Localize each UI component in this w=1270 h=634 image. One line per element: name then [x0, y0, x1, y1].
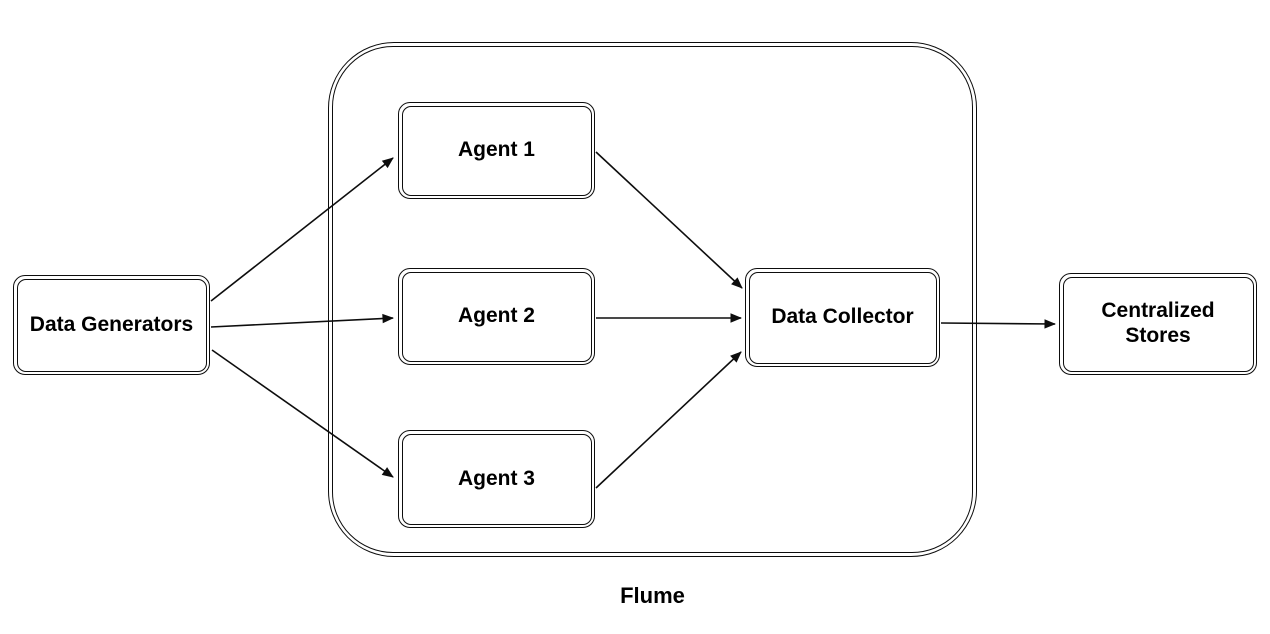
node-centralized-stores-label: Centralized Stores: [1062, 276, 1254, 372]
node-data-collector: Data Collector: [745, 268, 940, 367]
node-agent-3: Agent 3: [398, 430, 595, 528]
node-agent-1-label: Agent 1: [401, 105, 592, 196]
node-agent-1: Agent 1: [398, 102, 595, 199]
node-data-generators-label: Data Generators: [16, 278, 207, 372]
node-centralized-stores: Centralized Stores: [1059, 273, 1257, 375]
flume-group-label: Flume: [620, 583, 685, 608]
node-agent-2: Agent 2: [398, 268, 595, 365]
node-data-collector-label: Data Collector: [748, 271, 937, 364]
node-agent-3-label: Agent 3: [401, 433, 592, 525]
node-agent-2-label: Agent 2: [401, 271, 592, 362]
node-data-generators: Data Generators: [13, 275, 210, 375]
